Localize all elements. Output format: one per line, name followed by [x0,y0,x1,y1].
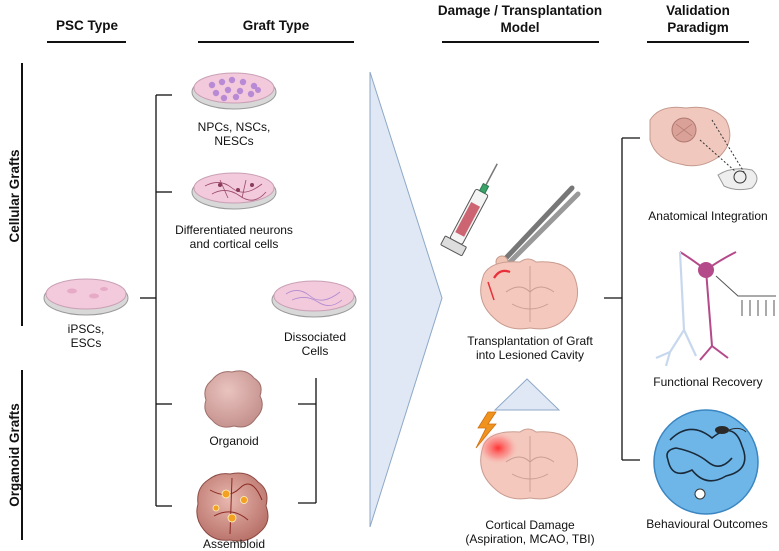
dissociated-dish-icon [271,280,357,318]
brain-transplant-icon [480,258,579,330]
graft-bracket [140,94,172,507]
functional-recovery-label: Functional Recovery [653,375,763,389]
dissociated-label-line1: Dissociated [283,330,347,344]
header-graft-type: Graft Type [242,18,310,33]
differentiated-label-line1: Differentiated neurons [175,223,293,237]
transplant-label-line1: Transplantation of Graft [467,334,593,348]
header-psc-type: PSC Type [55,18,118,33]
psc-dish-icon [43,278,129,316]
header-validation-line2: Paradigm [667,20,729,35]
anatomical-integration-icon [649,106,758,191]
damage-to-transplant-arrow [493,378,561,411]
damage-label-line2: (Aspiration, MCAO, TBI) [465,532,595,546]
header-damage-line1: Damage / Transplantation [437,3,603,18]
syringe-icon [440,163,498,257]
assembloid-label: Assembloid [202,537,266,551]
header-damage-line2: Model [500,20,540,35]
npcs-dish-icon [191,72,277,110]
damage-label-line1: Cortical Damage [485,518,575,532]
dissociation-bracket [298,378,317,504]
side-label-organoid: Organoid Grafts [7,403,22,507]
behavioural-outcomes-label: Behavioural Outcomes [646,517,768,531]
anatomical-integration-label: Anatomical Integration [648,209,768,223]
forceps-icon [495,185,581,269]
npcs-label-line2: NESCs [214,134,254,148]
organoid-icon [204,370,263,428]
psc-label-line2: ESCs [70,336,102,350]
assembloid-icon [196,472,269,542]
behavioural-maze-icon [653,409,759,515]
header-validation-line1: Validation [666,3,730,18]
npcs-label-line1: NPCs, NSCs, [197,120,271,134]
side-label-cellular: Cellular Grafts [7,149,22,243]
brain-damage-icon [478,428,579,500]
dissociated-label-line2: Cells [301,344,329,358]
psc-label-line1: iPSCs, [67,322,105,336]
validation-bracket [604,137,640,461]
organoid-label: Organoid [209,434,259,448]
transplant-label-line2: into Lesioned Cavity [475,348,585,362]
flow-arrow [369,71,443,528]
differentiated-label-line2: and cortical cells [189,237,279,251]
lightning-bolt-icon [475,411,497,449]
differentiated-dish-icon [191,172,277,210]
functional-recovery-icon [655,251,776,367]
